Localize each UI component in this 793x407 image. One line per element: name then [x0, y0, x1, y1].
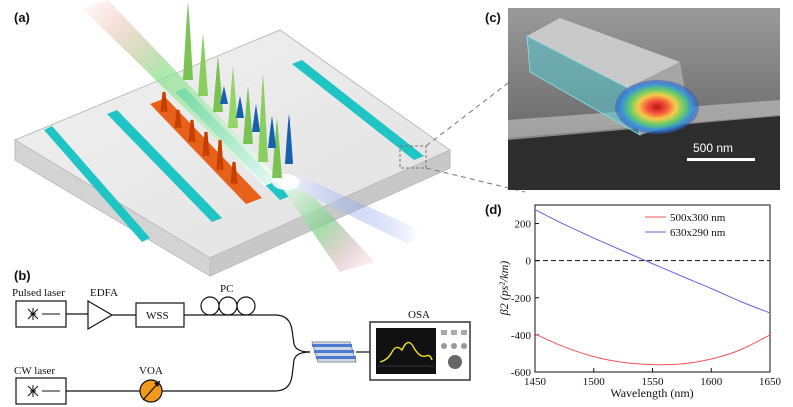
series-line-0: [534, 333, 771, 366]
dispersion-chart: 1450 1500 1550 1600 1650 -600 -400 -200 0 200 50…: [497, 204, 782, 400]
mode-profile: [615, 80, 699, 134]
wss-label: WSS: [146, 310, 169, 322]
waveguide-4: [292, 60, 424, 160]
panel-label-b: (b): [14, 268, 31, 283]
pump-pulses: [183, 2, 282, 178]
chip-side-face: [209, 149, 451, 277]
legend-label-500x300: 500x300 nm: [670, 212, 726, 224]
x-axis-label: Wavelength (nm): [610, 386, 693, 400]
chip-on-stage-icon: [311, 341, 357, 363]
y-tick-label: -200: [511, 293, 532, 305]
wss-box: [135, 302, 185, 328]
chart-legend: 500x300 nm 630x290 nm: [645, 212, 726, 239]
y-tick-label: -600: [511, 367, 532, 379]
polarization-controller-icon: [200, 296, 256, 316]
zoom-line-top: [425, 69, 526, 147]
scale-bar: [687, 158, 755, 161]
idler-pulses: [220, 86, 293, 164]
pulsed-fiber: [202, 314, 311, 353]
signal-pulses: [160, 91, 238, 185]
x-tick-label: 1450: [524, 376, 547, 388]
y-tick-label: 200: [515, 219, 532, 231]
output-beam-rainbow: [278, 178, 375, 272]
chip-illustration: [13, 0, 526, 277]
output-beam-blue: [282, 176, 420, 244]
legend-label-630x290: 630x290 nm: [670, 227, 726, 239]
voa-label: VOA: [139, 365, 163, 377]
cw-laser-label: CW laser: [14, 365, 55, 377]
sem-image: 500 nm: [508, 8, 780, 190]
cw-fiber: [66, 351, 311, 392]
setup-diagram: Pulsed laser EDFA WSS PC CW laser VOA: [12, 283, 471, 405]
y-tick-label: 0: [526, 256, 532, 268]
edfa-amplifier-icon: [87, 299, 114, 331]
series-line-1: [534, 209, 771, 314]
x-tick-label: 1550: [642, 376, 665, 388]
input-beam: [82, 0, 280, 186]
cw-laser-box: [15, 377, 67, 405]
panel-label-c: (c): [485, 10, 501, 25]
osa-label: OSA: [408, 309, 430, 321]
scale-bar-label: 500 nm: [693, 141, 733, 155]
y-axis-label: β2 (ps²/km): [497, 261, 511, 317]
waveguide-2: [107, 110, 222, 222]
pc-label: PC: [220, 283, 233, 295]
x-tick-label: 1500: [583, 376, 606, 388]
plot-frame: [534, 204, 771, 373]
pulsed-laser-label: Pulsed laser: [12, 287, 65, 299]
panel-label-a: (a): [14, 10, 30, 25]
zoom-box: [399, 145, 427, 169]
x-tick-label: 1650: [759, 376, 782, 388]
osa-instrument-icon: [369, 321, 471, 381]
y-tick-label: -400: [511, 330, 532, 342]
waveguide-1: [44, 126, 150, 242]
cw-laser-star-icon: [27, 385, 39, 397]
panel-label-d: (d): [485, 202, 502, 217]
x-tick-label: 1600: [700, 376, 723, 388]
laser-star-icon: [27, 308, 39, 320]
edfa-label: EDFA: [90, 287, 118, 299]
pulsed-laser-box: [15, 300, 67, 328]
